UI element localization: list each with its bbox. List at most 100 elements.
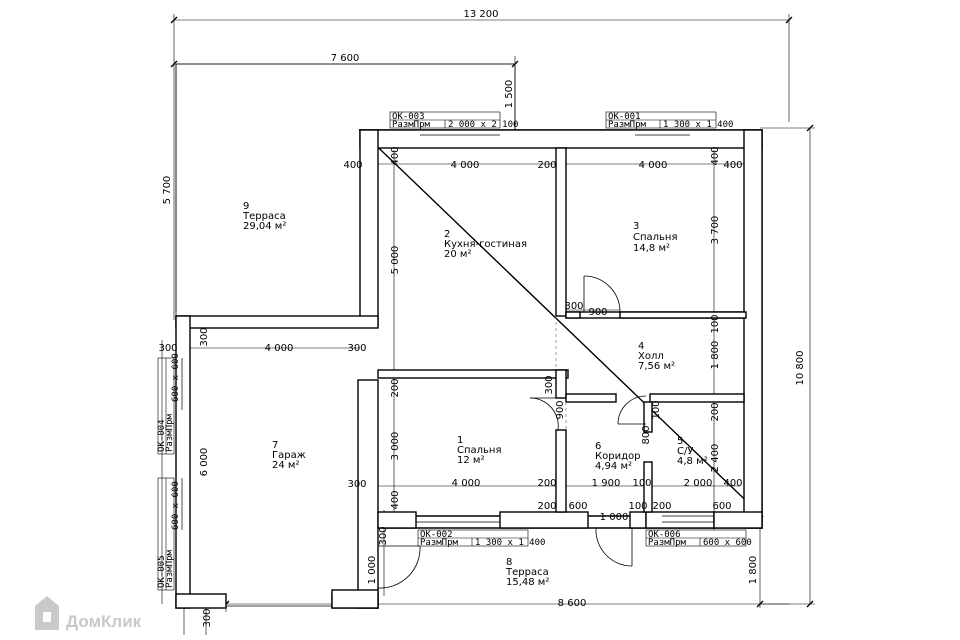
ok005-name: OK-005 <box>157 555 167 588</box>
room-5-number: 5 <box>677 436 683 447</box>
ok003-size: 2 000 x 2 100 <box>448 120 518 130</box>
ok004-label: РазмПрм <box>165 413 175 452</box>
dim-200-kitchen: 200 <box>537 160 556 171</box>
dim-400-kitchen-top: 400 <box>390 146 401 165</box>
dim-100-wc-top: 100 <box>651 400 662 419</box>
room-4-name: Холл <box>638 351 664 362</box>
room-9-name: Терраса <box>242 211 286 222</box>
walls <box>175 129 764 609</box>
ok005-size: 600 x 600 <box>171 481 181 530</box>
kitchen-width-label: 4 000 <box>451 160 480 171</box>
ok006-size: 600 x 600 <box>703 538 752 548</box>
ok002-name: OK-002 <box>420 530 453 540</box>
dim-400-right: 400 <box>723 160 742 171</box>
terrace-width-label: 7 600 <box>331 53 360 64</box>
dimension-labels: 13 200 7 600 5 700 1 500 10 800 400 400 … <box>158 9 806 628</box>
room-8-area: 15,48 м² <box>506 577 549 588</box>
room-6-number: 6 <box>595 441 601 452</box>
ok006-name: OK-006 <box>648 530 681 540</box>
ok003-name: OK-003 <box>392 112 425 122</box>
room-5-name: С/У <box>677 446 693 457</box>
room-2-area: 20 м² <box>444 249 471 260</box>
bedroom3-width-label: 4 000 <box>639 160 668 171</box>
room-8-name: Терраса <box>505 567 549 578</box>
room-1-name: Спальня <box>457 445 502 456</box>
dim-400-bed1-bottom: 400 <box>390 490 401 509</box>
ok002-size: 1 300 x 1 400 <box>475 538 545 548</box>
dim-300-garage-left: 300 <box>158 343 177 354</box>
dim-200-wc: 200 <box>710 402 721 421</box>
room-7-area: 24 м² <box>272 460 299 471</box>
bedroom1-height-label: 3 000 <box>390 432 401 461</box>
room-4-area: 7,56 м² <box>638 361 675 372</box>
dim-400-right-v: 400 <box>710 146 721 165</box>
overall-height-label: 10 800 <box>795 351 806 386</box>
bedroom3-height-label: 3 700 <box>710 216 721 245</box>
bottom-height-label: 1 800 <box>748 556 759 585</box>
dim-100-wc-bottom: 200 <box>652 501 671 512</box>
ok001-size: 1 300 x 1 400 <box>663 120 733 130</box>
room-2-number: 2 <box>444 229 450 240</box>
room-3-number: 3 <box>633 221 639 232</box>
dim-600-corridor: 600 <box>568 501 587 512</box>
room-3-area: 14,8 м² <box>633 243 670 254</box>
dim-300-bed1: 300 <box>544 375 555 394</box>
ok006-label: РазмПрм <box>648 538 687 548</box>
ok005-label: РазмПрм <box>165 549 175 588</box>
room-9-area: 29,04 м² <box>243 221 286 232</box>
terrace-offset-label: 1 500 <box>504 80 515 109</box>
hall-height-label: 1 800 <box>710 341 721 370</box>
room-4-number: 4 <box>638 341 644 352</box>
windows <box>175 129 714 607</box>
dim-300-garage-right: 300 <box>347 343 366 354</box>
opening-tag-labels: OK-003 РазмПрм 2 000 x 2 100 OK-001 Разм… <box>157 112 752 588</box>
door-swings <box>377 275 647 589</box>
ok001-label: РазмПрм <box>608 120 647 130</box>
watermark: ДомКлик <box>35 596 142 631</box>
garage-width-label: 4 000 <box>265 343 294 354</box>
bedroom1-width-label: 4 000 <box>452 478 481 489</box>
zone-boundaries <box>555 316 567 432</box>
dim-200-bed1-top: 200 <box>390 378 401 397</box>
bottom-width-label: 8 600 <box>558 598 587 609</box>
domclick-logo-icon <box>35 596 59 630</box>
corridor-width-label: 1 900 <box>592 478 621 489</box>
dim-600-wc: 600 <box>712 501 731 512</box>
terrace-depth-label: 5 700 <box>162 176 173 205</box>
dim-100-bottom: 100 <box>628 501 647 512</box>
room-7-name: Гараж <box>272 450 306 461</box>
room-1-number: 1 <box>457 435 463 446</box>
wc-height-label: 2 400 <box>710 444 721 473</box>
room-5-area: 4,8 м² <box>677 456 708 467</box>
ok002-label: РазмПрм <box>420 538 459 548</box>
room-6-area: 4,94 м² <box>595 461 632 472</box>
dim-100-hall-top: 100 <box>710 314 721 333</box>
dim-200-bed1-right: 200 <box>537 478 556 489</box>
dim-400-wc: 400 <box>723 478 742 489</box>
room-6-name: Коридор <box>595 451 640 462</box>
garage-height-label: 6 000 <box>199 448 210 477</box>
dim-300-bed3: 300 <box>564 301 583 312</box>
room-labels: 9 Терраса 29,04 м² 2 Кухня-гостиная 20 м… <box>242 201 708 588</box>
ok003-label: РазмПрм <box>392 120 431 130</box>
dim-200-bottom: 200 <box>537 501 556 512</box>
room-1-area: 12 м² <box>457 455 484 466</box>
room-8-number: 8 <box>506 557 512 568</box>
dim-300-entry: 300 <box>378 526 389 545</box>
dim-100-corridor: 100 <box>632 478 651 489</box>
ok004-size: 600 x 600 <box>171 353 181 402</box>
room-9-number: 9 <box>243 201 249 212</box>
room-7-number: 7 <box>272 440 278 451</box>
dim-300-garage-v: 300 <box>199 327 210 346</box>
ok001-name: OK-001 <box>608 112 641 122</box>
door-1000-entry: 1 000 <box>600 512 629 523</box>
room-2-name: Кухня-гостиная <box>444 239 527 250</box>
kitchen-height-label: 5 000 <box>390 246 401 275</box>
door-900-bed3: 900 <box>588 307 607 318</box>
dim-400-left: 400 <box>343 160 362 171</box>
dim-800-corridor: 800 <box>641 425 652 444</box>
door-1000-garage: 1 000 <box>367 556 378 585</box>
terrace-outline <box>175 63 516 316</box>
ok004-name: OK-004 <box>157 419 167 452</box>
